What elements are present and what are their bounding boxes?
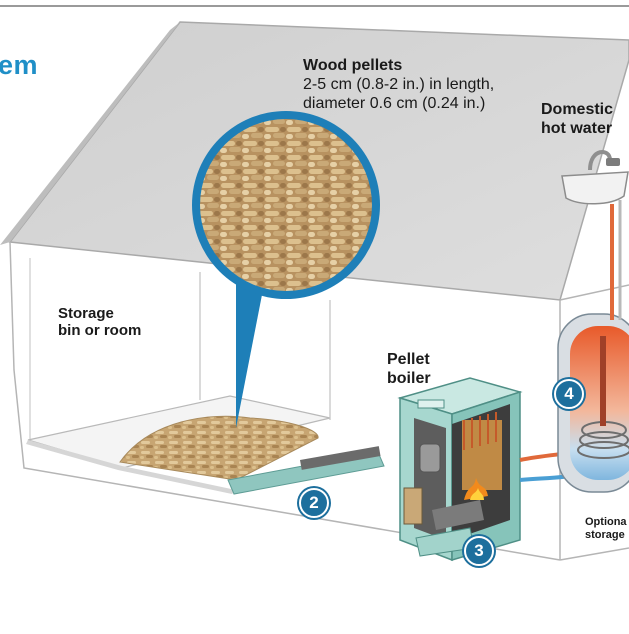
- boiler-line-1: Pellet: [387, 351, 430, 368]
- domestic-line-1: Domestic: [541, 101, 614, 118]
- pellet-boiler-label: Pellet boiler: [387, 350, 431, 388]
- optional-line-2: storage: [585, 529, 625, 541]
- auger-screw: [300, 446, 381, 470]
- domestic-hot-water-label: Domestic hot water: [541, 100, 613, 138]
- storage-line-2: bin or room: [58, 322, 142, 339]
- optional-storage-label: Optiona storage: [585, 516, 627, 542]
- wall-right-bottom: [559, 547, 629, 561]
- wood-pellets-title: Wood pellets: [303, 57, 403, 74]
- roof-edge: [0, 22, 180, 245]
- pellet-boiler: [397, 377, 523, 562]
- pellet-pile: [119, 415, 319, 481]
- step-badge-3: 3: [464, 536, 494, 566]
- pellet-closeup: [200, 119, 372, 291]
- optional-line-1: Optiona: [585, 516, 627, 528]
- wood-pellets-label: Wood pellets 2-5 cm (0.8-2 in.) in lengt…: [303, 56, 494, 113]
- hot-water-tank: [557, 313, 629, 493]
- step-badge-4: 4: [554, 379, 584, 409]
- domestic-line-2: hot water: [541, 120, 613, 137]
- storage-label: Storage bin or room: [58, 305, 141, 339]
- page-title-fragment: em: [0, 50, 39, 80]
- step-badge-2: 2: [299, 488, 329, 518]
- boiler-line-2: boiler: [387, 370, 431, 387]
- storage-slope: [26, 440, 236, 494]
- wood-pellets-diameter: diameter 0.6 cm (0.24 in.): [303, 95, 486, 112]
- wall-right-top: [559, 284, 629, 301]
- wall-front: [9, 241, 561, 561]
- wood-pellets-length: 2-5 cm (0.8-2 in.) in length,: [303, 76, 495, 93]
- callout-pointer: [236, 262, 268, 428]
- domestic-sink: [561, 150, 629, 320]
- storage-line-1: Storage: [58, 305, 114, 322]
